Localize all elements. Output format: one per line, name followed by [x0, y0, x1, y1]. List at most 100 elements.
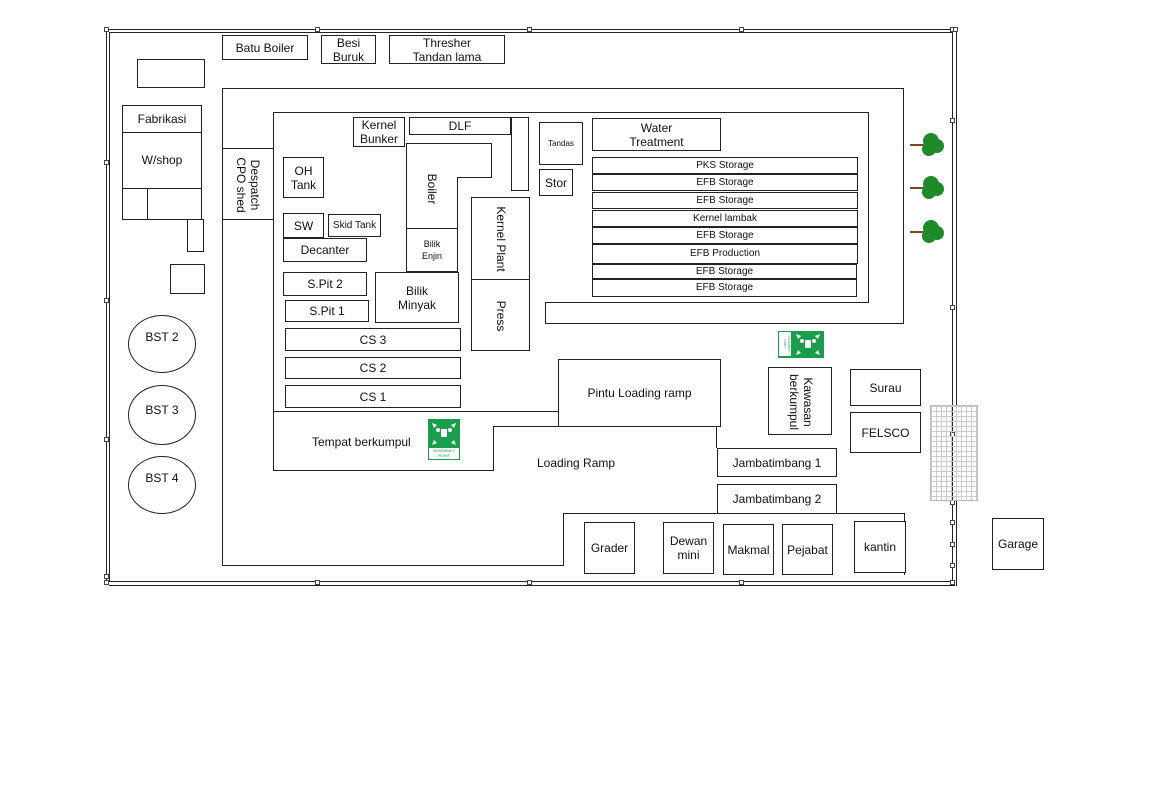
wshop-annex [187, 219, 204, 252]
handle[interactable] [527, 580, 532, 585]
cs-2: CS 2 [285, 357, 461, 379]
boiler-wall-in [457, 177, 458, 229]
wshop-divider-h [122, 188, 202, 189]
boiler-wall-r [491, 143, 492, 178]
compound-mid-left [545, 302, 546, 324]
bst-4: BST 4 [128, 456, 196, 514]
tree-icon [910, 133, 944, 156]
pintu-loading-ramp: Pintu Loading ramp [558, 359, 721, 427]
mill-top [273, 112, 869, 113]
kernel-plant-label: Kernel Plant [494, 206, 508, 272]
handle[interactable] [315, 580, 320, 585]
boiler-label: Boiler [425, 173, 439, 205]
assembly-point-sign: ASSEMBLY POINT [427, 418, 461, 461]
besi-buruk: Besi Buruk [321, 35, 376, 64]
assembly-point-sign-2: ASSEMBLY POINT [777, 330, 825, 359]
oh-tank: OH Tank [283, 157, 324, 198]
handle[interactable] [104, 27, 109, 32]
dlf-wall-r [528, 117, 529, 191]
compound-mid [545, 323, 904, 324]
compound-inner-h [545, 302, 869, 303]
dlf: DLF [409, 117, 511, 135]
tempat-berkumpul: Tempat berkumpul [312, 435, 411, 449]
felsco: FELSCO [850, 412, 921, 453]
handle[interactable] [104, 437, 109, 442]
bilik-minyak: Bilik Minyak [375, 272, 459, 323]
batu-boiler: Batu Boiler [222, 35, 308, 60]
ramp-right [716, 426, 717, 448]
bst-2: BST 2 [128, 315, 196, 373]
handle[interactable] [950, 305, 955, 310]
handle[interactable] [950, 118, 955, 123]
bst-4-label: BST 4 [145, 471, 179, 485]
makmal: Makmal [723, 524, 774, 575]
wshop-divider [147, 188, 148, 220]
handle[interactable] [104, 298, 109, 303]
despatch-label: Despatch CPO shed [234, 157, 262, 213]
assembly-icon-2 [796, 334, 820, 355]
storage-row: EFB Storage [592, 264, 857, 279]
despatch-cpo-shed: Despatch CPO shed [222, 148, 274, 220]
assembly-icon [432, 423, 456, 445]
handle[interactable] [527, 27, 532, 32]
decanter: Decanter [283, 238, 367, 262]
assembly-bottom [273, 470, 494, 471]
handle[interactable] [104, 160, 109, 165]
storage-row: PKS Storage [592, 157, 858, 174]
wshop-label: W/shop [141, 153, 183, 167]
storage-row: EFB Storage [592, 174, 858, 191]
handle[interactable] [950, 520, 955, 525]
bst-3-label: BST 3 [145, 403, 179, 417]
wshop: W/shop [122, 132, 202, 220]
dlf-wall [511, 117, 512, 191]
handle[interactable] [953, 27, 958, 32]
handle[interactable] [950, 580, 955, 585]
kernel-plant: Kernel Plant [471, 197, 530, 280]
grader: Grader [584, 522, 635, 574]
ramp-left [493, 426, 494, 471]
compound-top [222, 88, 904, 89]
storage-row: EFB Storage [592, 227, 858, 244]
garage: Garage [992, 518, 1044, 570]
handle[interactable] [739, 27, 744, 32]
tree-icon [910, 176, 944, 199]
pejabat: Pejabat [782, 524, 833, 575]
s-pit-1: S.Pit 1 [285, 300, 369, 322]
stor: Stor [539, 169, 573, 196]
compound-left [222, 88, 223, 566]
storage-row: EFB Production [592, 244, 858, 264]
boundary-left [106, 29, 107, 582]
handle[interactable] [315, 27, 320, 32]
mill-left [273, 112, 274, 471]
assembly-sign-text-2: ASSEMBLY POINT [779, 332, 791, 356]
boundary-top-inner [109, 32, 952, 33]
press: Press [471, 279, 530, 351]
kantin: kantin [854, 521, 906, 573]
handle[interactable] [104, 574, 109, 579]
storage-row: Kernel lambak [592, 210, 858, 227]
handle[interactable] [950, 542, 955, 547]
storage-row: EFB Storage [592, 279, 857, 297]
handle[interactable] [739, 580, 744, 585]
kernel-bunker: Kernel Bunker [353, 117, 405, 147]
boundary-left-inner [109, 32, 110, 582]
s-pit-2: S.Pit 2 [283, 272, 367, 296]
compound-right [903, 88, 904, 324]
skid-tank: Skid Tank [328, 214, 381, 237]
compound-bottom-step [563, 513, 564, 566]
boundary-right-inner [956, 29, 957, 586]
assembly-top [273, 411, 559, 412]
fence-net [930, 405, 978, 501]
water-treatment: Water Treatment [592, 118, 721, 151]
assembly-sign-text: ASSEMBLY POINT [429, 448, 459, 459]
fabrikasi: Fabrikasi [122, 105, 202, 133]
boundary-bottom-inner [109, 585, 955, 586]
press-label: Press [494, 300, 508, 332]
handle[interactable] [104, 580, 109, 585]
handle[interactable] [950, 563, 955, 568]
thresher-tandan-lama: Thresher Tandan lama [389, 35, 505, 64]
tree-icon [910, 220, 944, 243]
jambatimbang-2: Jambatimbang 2 [717, 484, 837, 514]
dewan-mini: Dewan mini [663, 522, 714, 574]
